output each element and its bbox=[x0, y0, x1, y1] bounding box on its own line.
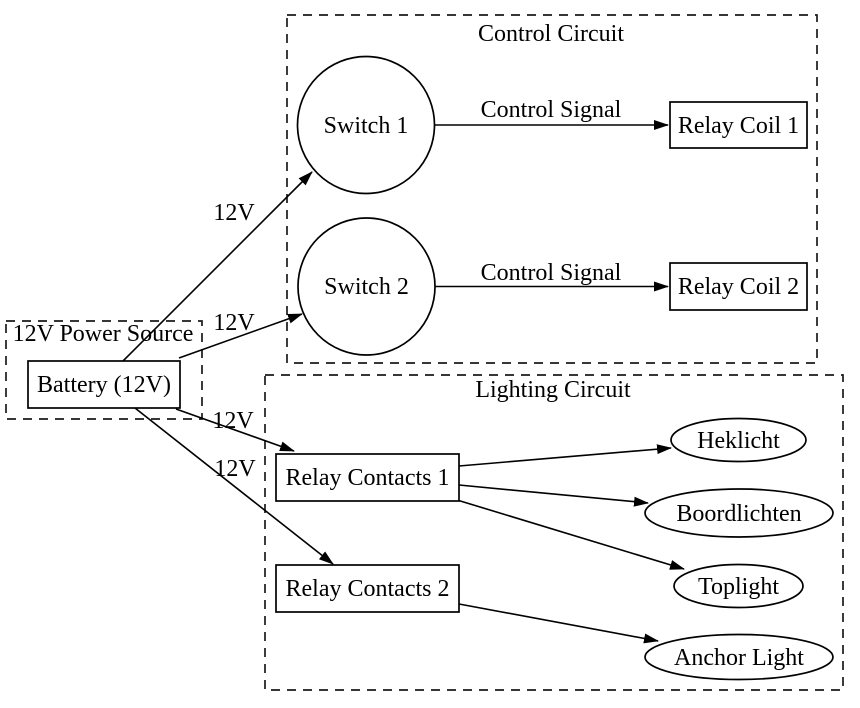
edge-label-control-signal-1: Control Signal bbox=[481, 97, 622, 123]
node-heklicht-label: Heklicht bbox=[697, 428, 780, 454]
node-heklicht bbox=[670, 417, 807, 463]
node-toplight-label: Toplight bbox=[698, 574, 779, 600]
node-switch1 bbox=[296, 55, 436, 195]
node-relay-coil-1-label: Relay Coil 1 bbox=[678, 113, 799, 139]
cluster-lighting-circuit-label: Lighting Circuit bbox=[475, 377, 631, 403]
node-relay-contacts-1-label: Relay Contacts 1 bbox=[286, 465, 450, 491]
edge-battery-to-relay-contacts-1 bbox=[175, 408, 295, 452]
node-battery bbox=[27, 360, 181, 409]
node-battery-label: Battery (12V) bbox=[37, 372, 171, 398]
node-relay-contacts-1 bbox=[275, 453, 460, 502]
node-relay-coil-1 bbox=[669, 101, 808, 149]
edge-label-12v-relay-contacts-1: 12V bbox=[212, 408, 254, 434]
edge-relay-contacts-2-to-anchor-light bbox=[458, 603, 659, 644]
edge-label-12v-relay-contacts-2: 12V bbox=[214, 456, 256, 482]
edge-label-12v-switch2: 12V bbox=[213, 310, 255, 336]
edge-label-control-signal-2: Control Signal bbox=[481, 260, 622, 286]
node-anchor-light bbox=[644, 633, 834, 681]
cluster-power-source-label: 12V Power Source bbox=[13, 321, 194, 347]
edge-battery-to-switch1 bbox=[122, 171, 313, 362]
node-switch1-label: Switch 1 bbox=[324, 113, 409, 139]
node-relay-coil-2-label: Relay Coil 2 bbox=[678, 274, 799, 300]
node-toplight bbox=[673, 563, 804, 609]
cluster-control-circuit-box bbox=[286, 14, 818, 364]
node-boordlichten-label: Boordlichten bbox=[676, 501, 801, 527]
node-relay-contacts-2 bbox=[275, 564, 460, 613]
cluster-lighting-circuit-box bbox=[264, 374, 844, 691]
edge-label-12v-switch1: 12V bbox=[213, 200, 255, 226]
node-switch2 bbox=[297, 217, 436, 356]
edge-battery-to-switch2 bbox=[178, 313, 303, 359]
edge-relay-contacts-1-to-boordlichten bbox=[458, 484, 649, 507]
node-relay-contacts-2-label: Relay Contacts 2 bbox=[286, 576, 450, 602]
node-switch2-label: Switch 2 bbox=[324, 274, 409, 300]
edge-relay-contacts-1-to-toplight bbox=[456, 499, 685, 570]
cluster-control-circuit-label: Control Circuit bbox=[478, 21, 624, 47]
edge-battery-to-relay-contacts-2 bbox=[134, 407, 334, 565]
node-anchor-light-label: Anchor Light bbox=[674, 645, 804, 671]
edge-relay-contacts-1-to-heklicht bbox=[458, 444, 672, 467]
node-relay-coil-2 bbox=[669, 262, 808, 311]
cluster-power-source-box bbox=[5, 320, 203, 420]
node-boordlichten bbox=[644, 488, 834, 538]
